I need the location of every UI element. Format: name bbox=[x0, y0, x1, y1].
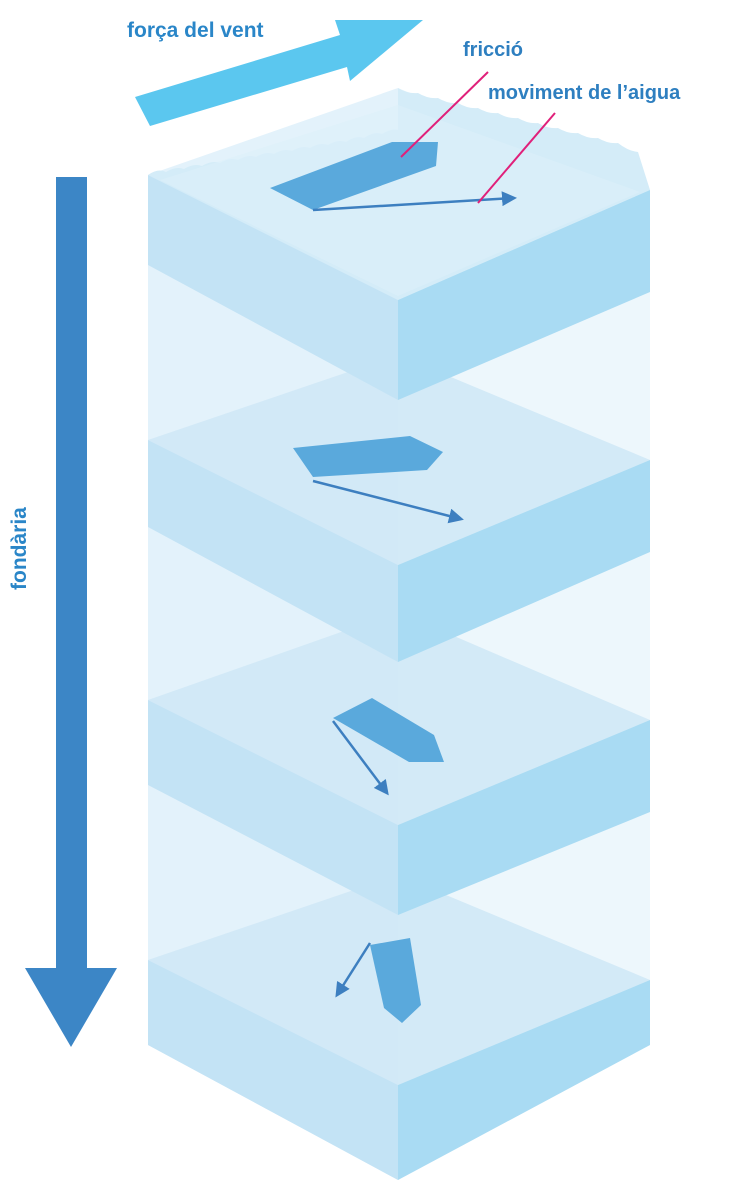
depth-arrow-icon bbox=[25, 177, 117, 1047]
depth-arrow-head bbox=[25, 968, 117, 1047]
friction-label: fricció bbox=[463, 39, 523, 61]
water-movement-label: moviment de l’aigua bbox=[488, 82, 681, 104]
depth-label: fondària bbox=[8, 507, 31, 590]
depth-arrow-shaft bbox=[56, 177, 87, 977]
wind-force-label: força del vent bbox=[127, 19, 264, 42]
